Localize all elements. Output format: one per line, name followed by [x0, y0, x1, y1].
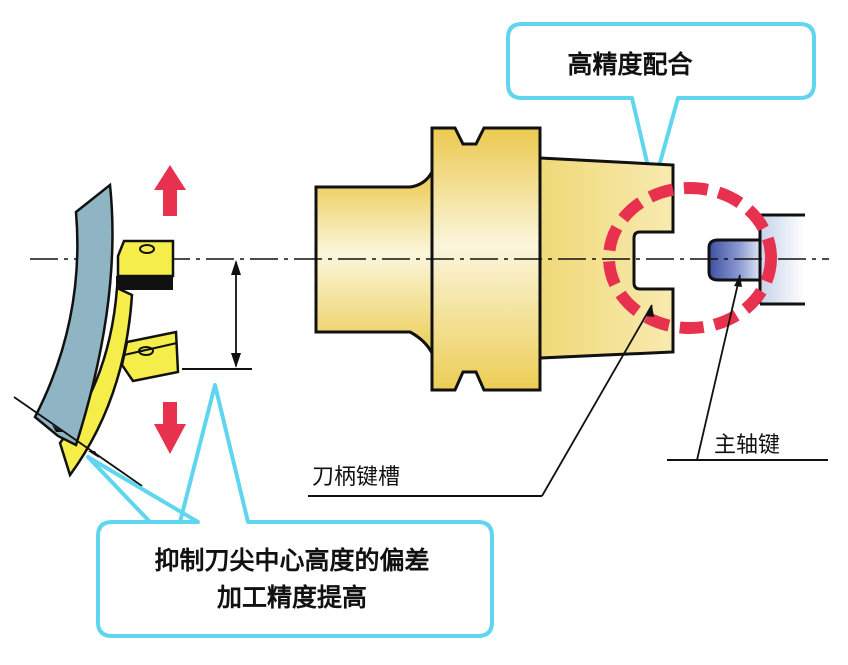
callout-suppress-deviation: 抑制刀尖中心高度的偏差 加工精度提高 [86, 383, 494, 638]
holder-key-slot-label: 刀柄键槽 [312, 465, 400, 490]
label-spindle-key: 主轴键 [667, 274, 828, 461]
leader-arrowhead [646, 305, 654, 317]
spindle-key [707, 238, 762, 282]
height-dimension [182, 260, 252, 370]
insert-upper [116, 239, 175, 278]
holder-taper [538, 156, 675, 360]
highlight-ring [603, 182, 777, 334]
thickness-dimension-line [13, 396, 143, 487]
insert-upper-shim [116, 276, 173, 290]
callout-bottom-line2: 加工精度提高 [216, 583, 367, 612]
callout-high-precision-fit: 高精度配合 [506, 22, 816, 190]
thickness-arrowhead-in [52, 425, 63, 432]
arrow-up-icon [154, 165, 186, 216]
tool-blue-body [33, 182, 114, 447]
cutting-tool [13, 182, 180, 487]
insert-lower [120, 330, 180, 383]
spindle-key-label: 主轴键 [714, 433, 780, 458]
thickness-arrowhead-out [88, 451, 99, 458]
callout-bottom-bubble [86, 383, 494, 638]
label-holder-key-slot: 刀柄键槽 [308, 304, 654, 497]
height-arrowhead-top [231, 260, 241, 275]
callout-top-text: 高精度配合 [567, 50, 693, 79]
holder-shank [314, 171, 434, 354]
insert-upper-screw [139, 244, 155, 254]
height-arrowhead-bottom [231, 353, 241, 368]
insert-lower-screw [138, 346, 154, 356]
arrow-down-icon [154, 402, 186, 454]
leader-arrowhead [734, 275, 742, 287]
callout-bottom-line1: 抑制刀尖中心高度的偏差 [154, 546, 429, 575]
callout-top-bubble [506, 22, 816, 190]
